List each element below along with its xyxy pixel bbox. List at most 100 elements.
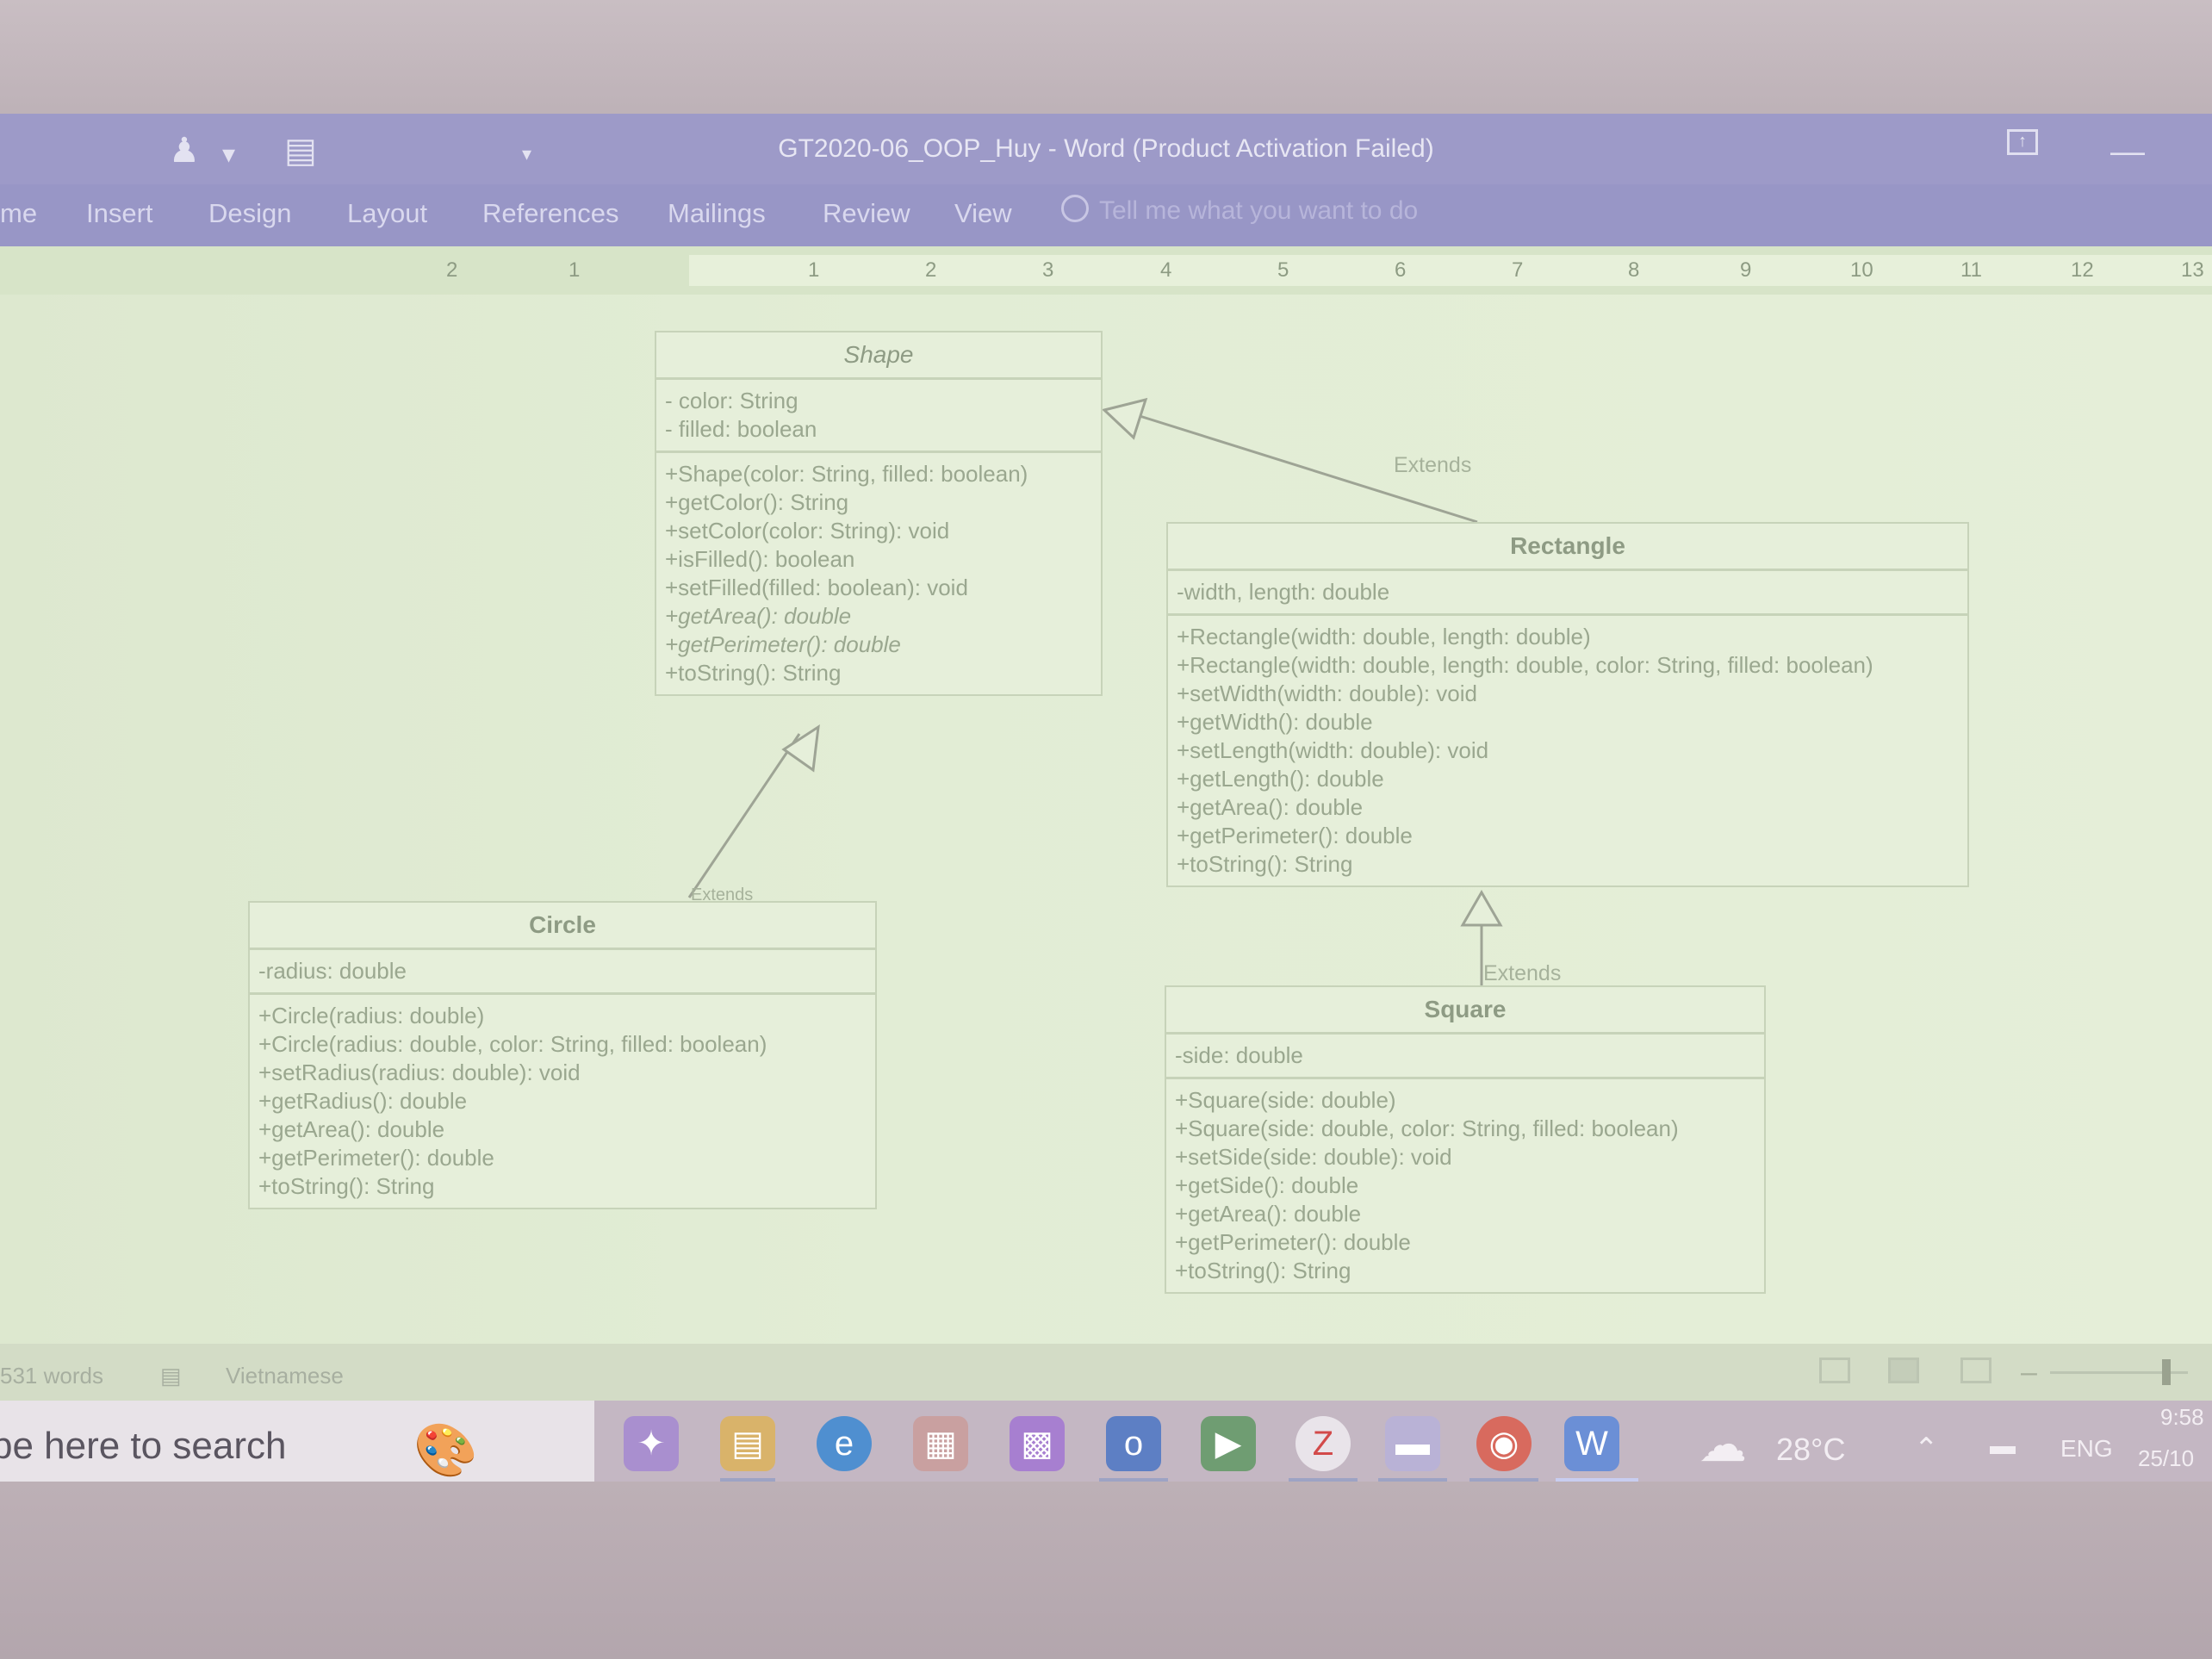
temperature[interactable]: 28°C <box>1776 1432 1846 1467</box>
ruler-number: 3 <box>1042 258 1054 282</box>
method: +Rectangle(width: double, length: double… <box>1177 624 1591 649</box>
clock-time[interactable]: 9:58 <box>2160 1404 2204 1430</box>
method: +getWidth(): double <box>1177 709 1373 735</box>
ribbon-tabs: me Insert Design Layout References Maili… <box>0 184 2212 246</box>
method: +toString(): String <box>1175 1258 1351 1283</box>
clock-date[interactable]: 25/10 <box>2138 1445 2195 1471</box>
input-language[interactable]: ENG <box>2060 1435 2113 1462</box>
zoom-slider[interactable] <box>2050 1371 2188 1374</box>
document-page[interactable]: Extends Extends Extends Shape - color: S… <box>0 295 2212 1344</box>
office-app-icon[interactable]: ▩ <box>1010 1416 1065 1471</box>
extends-arrow-circle-line <box>687 733 801 898</box>
tab-mailings[interactable]: Mailings <box>668 198 766 228</box>
word-count[interactable]: 531 words <box>0 1363 103 1389</box>
ruler-number: 4 <box>1160 258 1172 282</box>
zalo-icon[interactable]: Z <box>1296 1416 1351 1471</box>
file-explorer-icon[interactable]: ▤ <box>720 1416 775 1471</box>
class-methods-square: +Square(side: double) +Square(side: doub… <box>1166 1079 1764 1292</box>
method: +getPerimeter(): double <box>258 1145 494 1171</box>
class-methods-rectangle: +Rectangle(width: double, length: double… <box>1168 616 1967 885</box>
ribbon-display-options-icon[interactable]: ↑ <box>2007 129 2038 155</box>
class-name-circle: Circle <box>250 903 875 950</box>
tab-design[interactable]: Design <box>208 198 292 228</box>
windows-taskbar: pe here to search 🎨 ✦ ▤ e ▦ ▩ o ▶ Z ▬ ◉ … <box>0 1401 2212 1487</box>
uml-class-rectangle[interactable]: Rectangle -width, length: double +Rectan… <box>1166 522 1969 887</box>
microsoft-store-icon[interactable]: ▦ <box>913 1416 968 1471</box>
horizontal-ruler[interactable]: 2 1 1 2 3 4 5 6 7 8 9 10 11 12 13 <box>0 246 2212 295</box>
dropdown-icon[interactable]: ▾ <box>522 143 532 165</box>
copilot-icon[interactable]: ✦ <box>624 1416 679 1471</box>
print-preview-icon[interactable]: ▤ <box>284 132 317 170</box>
class-methods-shape: +Shape(color: String, filled: boolean) +… <box>656 453 1101 694</box>
ruler-number: 1 <box>569 258 581 282</box>
taskbar-search-box[interactable]: pe here to search 🎨 <box>0 1401 594 1487</box>
chevron-up-icon[interactable]: ⌃ <box>1914 1432 1939 1465</box>
ruler-number: 7 <box>1512 258 1524 282</box>
abstract-method: +getArea(): double <box>665 603 852 629</box>
tab-references[interactable]: References <box>482 198 619 228</box>
chrome-icon[interactable]: ◉ <box>1476 1416 1532 1471</box>
ruler-number: 2 <box>446 258 458 282</box>
read-mode-icon[interactable] <box>1819 1358 1850 1383</box>
extends-label-square: Extends <box>1483 961 1562 985</box>
class-name-shape: Shape <box>656 332 1101 380</box>
method: +setSide(side: double): void <box>1175 1144 1452 1170</box>
abstract-method: +getPerimeter(): double <box>665 631 901 657</box>
tab-home[interactable]: me <box>0 198 38 228</box>
video-call-icon[interactable]: ▶ <box>1201 1416 1256 1471</box>
word-app-icon[interactable]: W <box>1564 1416 1619 1471</box>
running-indicator <box>1378 1478 1447 1482</box>
customize-toolbar-icon[interactable]: ▾ <box>222 140 236 169</box>
extends-arrow-rectangle-line <box>1136 413 1478 524</box>
class-attributes-square: -side: double <box>1166 1035 1764 1079</box>
zoom-slider-handle[interactable] <box>2162 1359 2171 1385</box>
tab-insert[interactable]: Insert <box>86 198 153 228</box>
class-methods-circle: +Circle(radius: double) +Circle(radius: … <box>250 995 875 1208</box>
method: +Circle(radius: double) <box>258 1003 485 1028</box>
tab-review[interactable]: Review <box>823 198 910 228</box>
method: +toString(): String <box>258 1173 435 1199</box>
method: +Square(side: double) <box>1175 1087 1396 1113</box>
class-name-rectangle: Rectangle <box>1168 524 1967 571</box>
extends-arrowhead-shape-bottom <box>781 724 820 773</box>
print-layout-icon[interactable] <box>1888 1358 1919 1383</box>
uml-class-circle[interactable]: Circle -radius: double +Circle(radius: d… <box>248 901 877 1209</box>
running-indicator <box>1469 1478 1538 1482</box>
method: +getColor(): String <box>665 489 849 515</box>
uml-class-square[interactable]: Square -side: double +Square(side: doubl… <box>1165 985 1766 1294</box>
class-attributes-circle: -radius: double <box>250 950 875 995</box>
ruler-number: 6 <box>1395 258 1407 282</box>
attribute: - color: String <box>665 388 798 413</box>
ruler-number: 2 <box>925 258 937 282</box>
edge-browser-icon[interactable]: e <box>817 1416 872 1471</box>
outlook-icon[interactable]: o <box>1106 1416 1161 1471</box>
method: +setColor(color: String): void <box>665 518 950 544</box>
method: +getLength(): double <box>1177 766 1384 792</box>
battery-icon[interactable]: ▬ <box>1990 1432 2016 1460</box>
tab-layout[interactable]: Layout <box>347 198 428 228</box>
method: +toString(): String <box>1177 851 1353 877</box>
ruler-number: 12 <box>2071 258 2094 282</box>
language-indicator[interactable]: Vietnamese <box>226 1363 344 1389</box>
terminal-icon[interactable]: ▬ <box>1385 1416 1440 1471</box>
method: +Rectangle(width: double, length: double… <box>1177 652 1873 678</box>
ruler-number: 13 <box>2181 258 2204 282</box>
touch-mode-icon[interactable]: ♟ <box>169 132 200 170</box>
tell-me-search[interactable]: Tell me what you want to do <box>1099 196 1419 225</box>
running-indicator <box>720 1478 775 1482</box>
zoom-out-icon[interactable]: – <box>2021 1356 2037 1389</box>
extends-arrowhead-rectangle <box>1460 890 1503 927</box>
ruler-number: 10 <box>1850 258 1873 282</box>
attribute: -width, length: double <box>1177 579 1390 605</box>
method: +setRadius(radius: double): void <box>258 1059 581 1085</box>
uml-class-shape[interactable]: Shape - color: String - filled: boolean … <box>655 331 1103 696</box>
weather-icon[interactable]: ☁ <box>1699 1417 1747 1471</box>
running-indicator <box>1289 1478 1358 1482</box>
proofing-icon[interactable]: ▤ <box>160 1363 182 1389</box>
tab-view[interactable]: View <box>954 198 1012 228</box>
method: +getSide(): double <box>1175 1172 1359 1198</box>
web-layout-icon[interactable] <box>1960 1358 1991 1383</box>
word-title-bar: ♟ ▾ ▤ ▾ GT2020-06_OOP_Huy - Word (Produc… <box>0 114 2212 184</box>
extends-label-circle: Extends <box>691 885 754 904</box>
minimize-icon[interactable]: — <box>2110 133 2145 171</box>
